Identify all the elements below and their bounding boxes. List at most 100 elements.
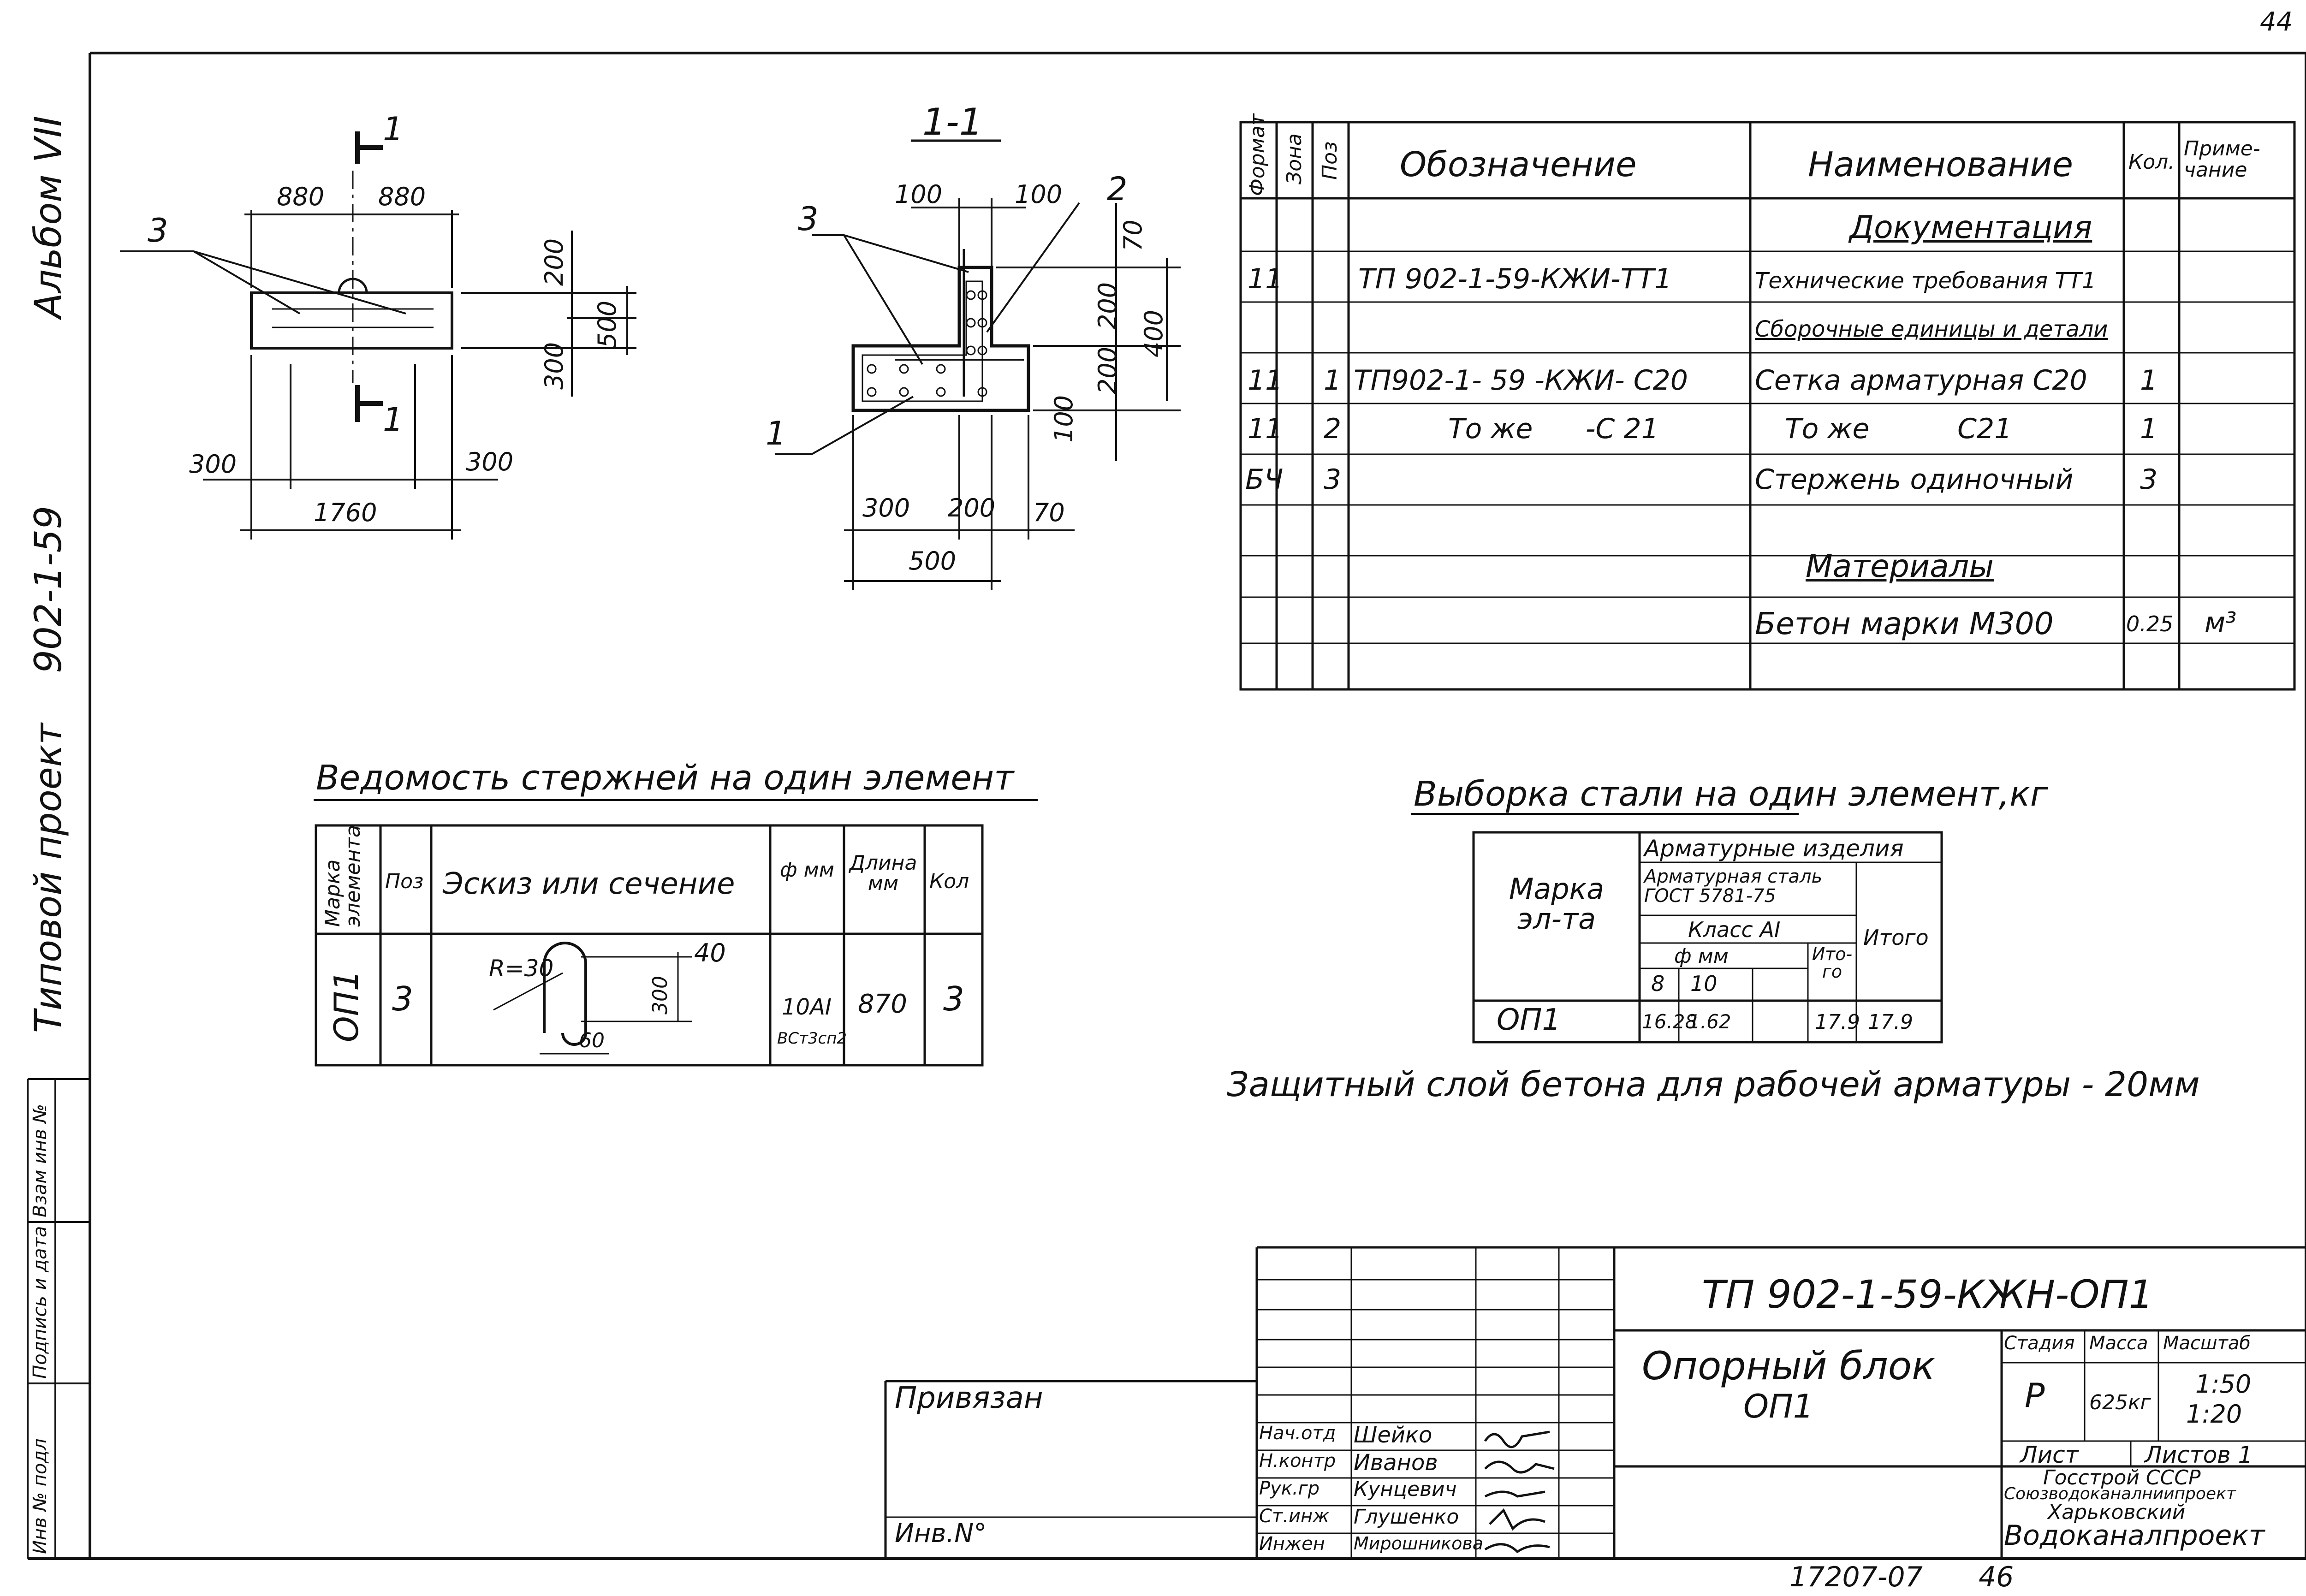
signature-0	[1484, 1430, 1550, 1448]
staff-name-4: Мирошникова	[1354, 1533, 1484, 1554]
staff-name-1: Иванов	[1354, 1450, 1438, 1476]
spec-row-4-qty: 1	[2140, 413, 2158, 445]
bars-table-title: Ведомость стержней на один элемент	[316, 758, 1014, 798]
section-dim-200-b: 200	[1093, 346, 1122, 394]
section-pos-1: 1	[766, 415, 786, 452]
plan-dim-200: 200	[540, 238, 569, 286]
steel-row-mark: ОП1	[1497, 1003, 1561, 1037]
title-block-inv-no: Инв.N°	[895, 1519, 987, 1549]
spec-row-4-pos: 2	[1324, 413, 1342, 445]
plan-dim-300-v: 300	[540, 342, 569, 390]
spec-header-designation: Обозначение	[1400, 145, 1637, 184]
title-block-sheet: Лист	[2020, 1442, 2079, 1468]
page-number: 44	[2260, 7, 2293, 37]
bars-table-grid	[314, 799, 1038, 1067]
bottom-doc-code: 17207-07	[1789, 1561, 1923, 1593]
section-dim-200-a: 200	[1093, 282, 1122, 330]
spec-row-1-name: Технические требования ТТ1	[1755, 268, 2096, 294]
plan-pos-label: 3	[148, 212, 168, 249]
steel-row-v10: 1.62	[1688, 1010, 1731, 1033]
title-block-mass-header: Масса	[2089, 1333, 2148, 1354]
steel-header-total: Итого	[1863, 925, 1929, 950]
spec-row-3-format: 11	[1248, 364, 1283, 397]
side-stamp-grid	[27, 1078, 90, 1559]
steel-row-subtotal: 17.9	[1815, 1010, 1860, 1034]
signature-2	[1484, 1490, 1545, 1498]
spec-header-format: Формат	[1246, 113, 1269, 196]
steel-row-total: 17.9	[1868, 1010, 1913, 1034]
spec-row-0-name: Документация	[1849, 209, 2092, 246]
spec-header-qty: Кол.	[2128, 150, 2175, 174]
title-block-grid	[884, 1246, 2306, 1559]
staff-role-2: Рук.гр	[1259, 1478, 1320, 1499]
steel-table-grid	[1411, 813, 1943, 1044]
bottom-sheet-number: 46	[1979, 1561, 2014, 1593]
steel-header-subtotal: Ито-го	[1812, 944, 1853, 982]
section-dim-100-v: 100	[1049, 395, 1078, 443]
spec-header-zone: Зона	[1283, 133, 1306, 184]
title-block-code: ТП 902-1-59-КЖН-ОП1	[1702, 1272, 2154, 1317]
spec-table-grid	[1239, 121, 2296, 691]
title-block-org-3: Харьковский	[2048, 1501, 2186, 1524]
side-stamp-inv: Инв № подл	[30, 1438, 51, 1554]
steel-header-d10: 10	[1690, 971, 1718, 996]
title-block-title-2: ОП1	[1743, 1388, 1814, 1425]
steel-row-v8: 16.28	[1642, 1010, 1698, 1033]
spec-row-3-designation: ТП902-1- 59 -КЖИ- С20	[1354, 364, 1688, 397]
signature-1	[1484, 1460, 1555, 1474]
steel-header-steel: Арматурная сталь ГОСТ 5781-75	[1644, 866, 1823, 907]
steel-header-mark: Марка эл-та	[1509, 872, 1605, 936]
section-dim-100-b: 100	[1015, 180, 1063, 209]
bars-row-mark: ОП1	[327, 970, 366, 1042]
staff-role-4: Инжен	[1259, 1533, 1325, 1554]
bars-header-pos: Поз	[385, 870, 424, 893]
bars-row-pos: 3	[392, 979, 413, 1018]
spec-row-1-designation: ТП 902-1-59-КЖИ-ТТ1	[1358, 263, 1672, 295]
side-stamp-vzam: Взам инв №	[30, 1104, 51, 1217]
plan-section-mark-bottom: 1	[383, 401, 404, 439]
spec-row-5-pos: 3	[1324, 463, 1342, 496]
title-block-org-1: Госстрой СССР	[2043, 1466, 2201, 1489]
title-block-sheets: Листов 1	[2145, 1442, 2253, 1468]
staff-role-1: Н.контр	[1259, 1450, 1336, 1471]
steel-header-diam: ф мм	[1674, 944, 1729, 968]
staff-name-0: Шейко	[1354, 1422, 1432, 1448]
spec-row-6-name: Материалы	[1806, 548, 1994, 585]
side-stamp-signature: Подпись и дата	[30, 1226, 51, 1379]
spec-row-7-qty: 0.25	[2126, 611, 2174, 636]
plan-view	[120, 131, 636, 540]
side-album-label: Альбом VII	[27, 116, 70, 318]
steel-header-d8: 8	[1651, 971, 1665, 996]
plan-dim-1760: 1760	[314, 498, 377, 527]
staff-role-0: Нач.отд	[1259, 1423, 1336, 1444]
bars-row-qty: 3	[943, 979, 964, 1018]
plan-dim-300-left: 300	[189, 450, 237, 479]
spec-header-pos: Поз	[1318, 141, 1342, 180]
spec-row-5-name: Стержень одиночный	[1755, 463, 2074, 496]
bars-row-length: 870	[858, 989, 907, 1019]
spec-header-name: Наименование	[1808, 145, 2074, 184]
spec-row-1-format: 11	[1248, 263, 1283, 295]
title-block-scale-1: 1:50	[2195, 1370, 2252, 1399]
plan-dim-880-right: 880	[378, 182, 426, 211]
bars-row-dim-40: 40	[694, 938, 726, 967]
staff-name-2: Кунцевич	[1354, 1477, 1457, 1501]
bars-row-dim-300: 300	[648, 976, 672, 1015]
spec-row-2-name: Сборочные единицы и детали	[1755, 316, 2108, 342]
title-block-mass: 625кг	[2089, 1391, 2151, 1414]
section-dim-500: 500	[909, 546, 957, 576]
plan-section-mark-top: 1	[383, 110, 404, 148]
plan-dim-300-right: 300	[466, 447, 514, 476]
steel-table-title: Выборка стали на один элемент,кг	[1414, 774, 2048, 814]
section-dim-400: 400	[1139, 309, 1168, 357]
spec-header-note: Приме-чание	[2184, 137, 2260, 182]
bars-row-diameter: 10АI	[782, 994, 832, 1020]
plan-dim-500-v: 500	[593, 300, 622, 348]
bars-header-length: Длина мм	[849, 851, 917, 895]
sheet-frame	[28, 52, 2306, 1560]
spec-row-4-format: 11	[1248, 413, 1283, 445]
spec-row-7-name: Бетон марки М300	[1755, 606, 2054, 641]
signatures	[1484, 1430, 1555, 1554]
bars-header-diameter: ф мм	[780, 858, 834, 882]
